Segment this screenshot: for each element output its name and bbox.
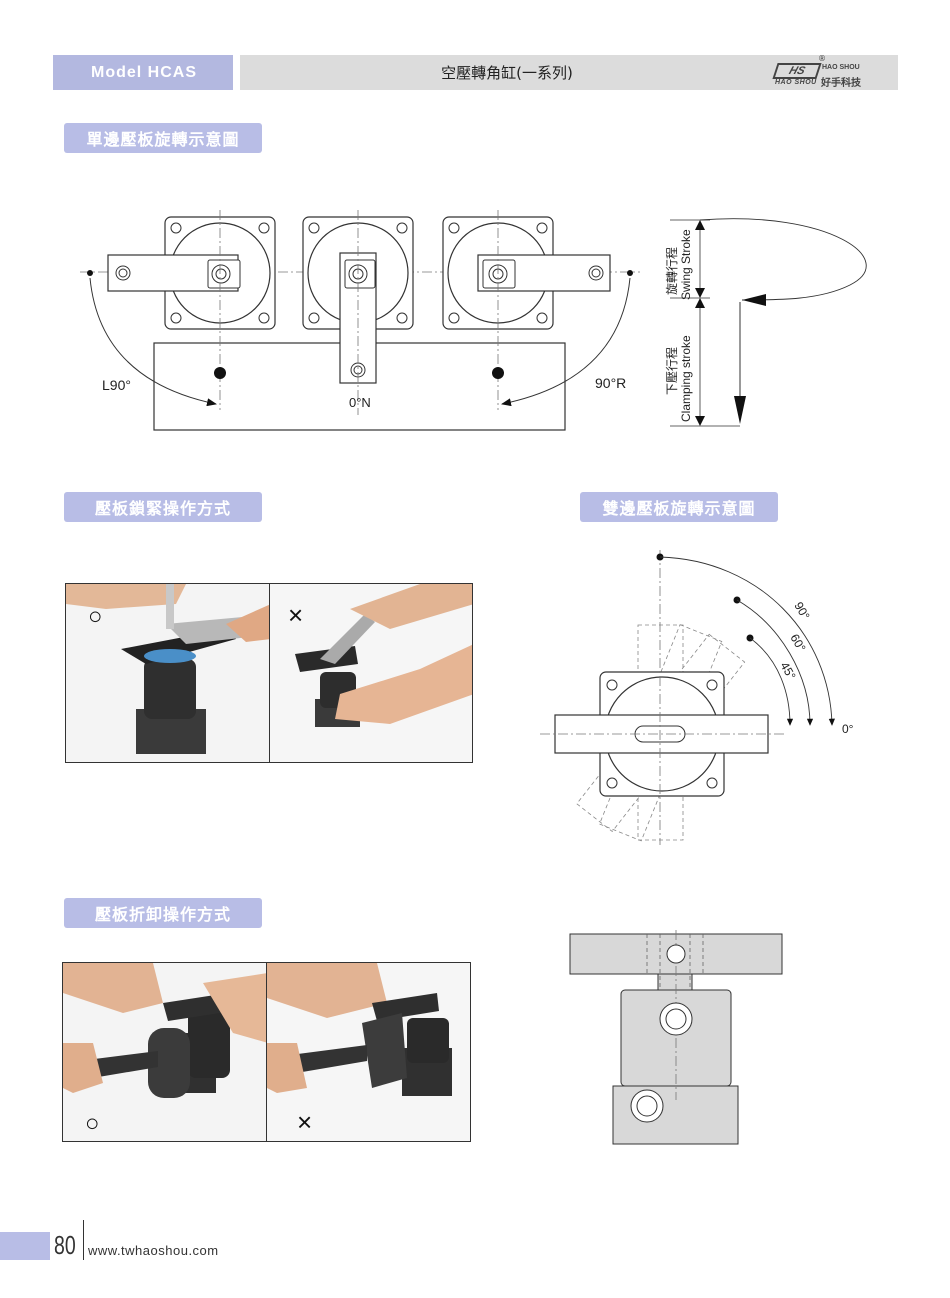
footer-bar — [0, 1232, 50, 1260]
header-bar — [240, 55, 898, 90]
section-single-swing: 單邊壓板旋轉示意圖 — [64, 123, 262, 153]
angle-0: 0° — [842, 722, 854, 736]
logo-english: HAO SHOU — [822, 64, 860, 71]
section-lock-method: 壓板鎖緊操作方式 — [64, 492, 262, 522]
logo-mark: HS — [772, 63, 822, 79]
clamp-stroke-en: Clamping stroke — [679, 335, 693, 422]
ok-mark-2: ○ — [85, 1110, 100, 1137]
model-label: Model HCAS — [53, 55, 233, 90]
angle-45: 45° — [777, 660, 798, 683]
logo-chinese: 好手科技 — [821, 78, 861, 89]
photo-lock-wrong: × — [269, 583, 473, 763]
website-link[interactable]: www.twhaoshou.com — [88, 1243, 219, 1258]
page-title: 空壓轉角缸(一系列) — [441, 64, 573, 82]
clamp-stroke-zh: 下壓行程 — [664, 347, 679, 395]
ng-mark-2: × — [297, 1107, 312, 1137]
swing-stroke-zh: 旋轉行程 — [664, 247, 679, 295]
double-swing-diagram: 90° 60° 45° 0° — [540, 550, 854, 845]
label-right-90: 90°R — [595, 375, 626, 391]
photo-lock-correct: ○ — [65, 583, 270, 763]
ng-mark: × — [288, 600, 303, 630]
footer-divider — [83, 1220, 84, 1260]
label-left-90: L90° — [102, 377, 131, 393]
registered-mark: ® — [818, 54, 826, 63]
page-number: 80 — [54, 1230, 76, 1260]
section-unload-method: 壓板折卸操作方式 — [64, 898, 262, 928]
photo-unload-wrong: × — [266, 962, 471, 1142]
ok-mark: ○ — [88, 603, 103, 630]
single-swing-diagram: L90° 0°N 90°R 旋轉行程 Swing Stroke 下壓行程 Cla… — [80, 210, 867, 431]
photo-unload-correct: ○ — [62, 962, 267, 1142]
company-logo: HS HAO SHOU ® HAO SHOU 好手科技 — [772, 54, 893, 89]
angle-60: 60° — [787, 632, 808, 655]
swing-stroke-en: Swing Stroke — [679, 229, 693, 300]
side-view-diagram — [569, 930, 783, 1145]
label-center-0: 0°N — [349, 395, 371, 410]
section-double-swing: 雙邊壓板旋轉示意圖 — [580, 492, 778, 522]
logo-subtext: HAO SHOU — [775, 79, 817, 86]
angle-90: 90° — [791, 600, 812, 623]
